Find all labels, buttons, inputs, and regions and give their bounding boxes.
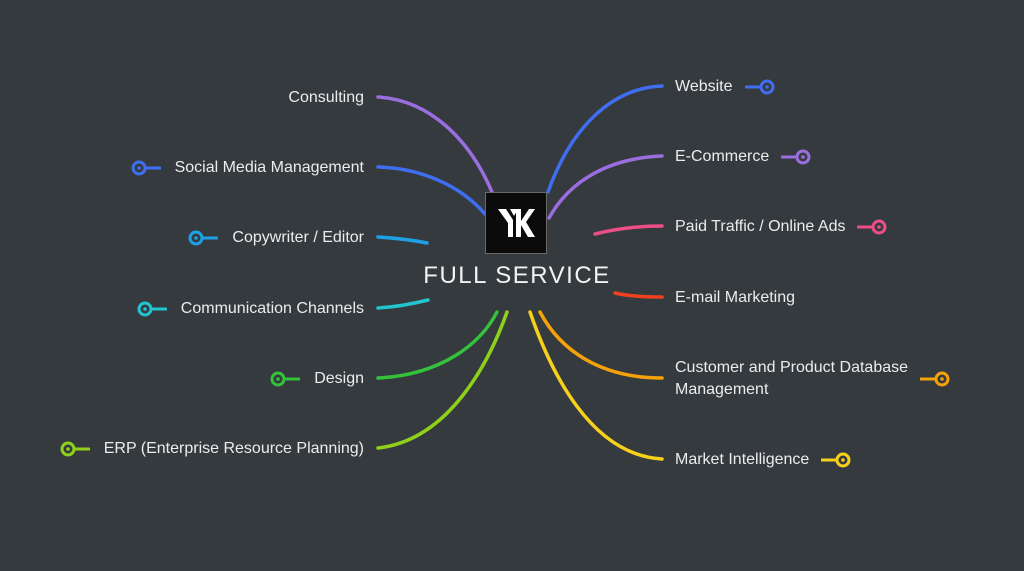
center-title: FULL SERVICE (423, 262, 611, 289)
pin-icon (744, 79, 775, 95)
node-label: Communication Channels (180, 300, 364, 317)
node-label: Website (675, 78, 733, 95)
pin-icon (820, 452, 851, 468)
pin-icon (919, 371, 950, 387)
connector-consulting (376, 95, 494, 194)
connector-design (376, 310, 499, 380)
connector-paid-traffic (593, 224, 664, 236)
node-label: ERP (Enterprise Resource Planning) (103, 440, 364, 457)
connector-website (546, 84, 664, 194)
node-design[interactable]: Design (270, 368, 364, 389)
node-label: E-mail Marketing (675, 289, 796, 306)
node-website[interactable]: Website (675, 76, 775, 97)
node-paid-traffic[interactable]: Paid Traffic / Online Ads (675, 216, 887, 237)
node-customer-database[interactable]: Customer and Product Database Management (675, 357, 985, 401)
node-label: Design (314, 370, 364, 387)
node-label-line2: Management (675, 381, 769, 398)
node-communication-channels[interactable]: Communication Channels (137, 298, 364, 319)
pin-icon (780, 149, 811, 165)
yk-monogram-icon (498, 209, 535, 237)
node-label: E-Commerce (675, 148, 770, 165)
pin-icon (131, 160, 162, 176)
connector-database (538, 310, 664, 380)
node-erp[interactable]: ERP (Enterprise Resource Planning) (60, 438, 364, 459)
node-label: Consulting (288, 89, 364, 106)
connector-ecommerce (547, 154, 664, 220)
node-email-marketing[interactable]: E-mail Marketing (675, 287, 795, 308)
pin-icon (188, 230, 219, 246)
connector-market-intel (528, 310, 664, 461)
brand-logo (485, 192, 547, 254)
node-consulting[interactable]: Consulting (288, 87, 364, 108)
node-ecommerce[interactable]: E-Commerce (675, 146, 811, 167)
connector-social-media (376, 165, 487, 216)
node-label: Social Media Management (174, 159, 364, 176)
node-label: Customer and Product Database (675, 359, 909, 376)
node-label: Copywriter / Editor (232, 229, 364, 246)
node-market-intelligence[interactable]: Market Intelligence (675, 449, 851, 470)
pin-icon (856, 219, 887, 235)
node-copywriter-editor[interactable]: Copywriter / Editor (188, 227, 364, 248)
pin-icon (270, 371, 301, 387)
connector-email (613, 291, 664, 299)
pin-icon (137, 301, 168, 317)
connector-communication (376, 298, 430, 310)
node-label: Market Intelligence (675, 451, 810, 468)
node-social-media-management[interactable]: Social Media Management (131, 157, 364, 178)
connector-copywriter (376, 235, 429, 245)
node-label: Paid Traffic / Online Ads (675, 218, 846, 235)
connector-erp (376, 310, 509, 450)
pin-icon (60, 441, 91, 457)
